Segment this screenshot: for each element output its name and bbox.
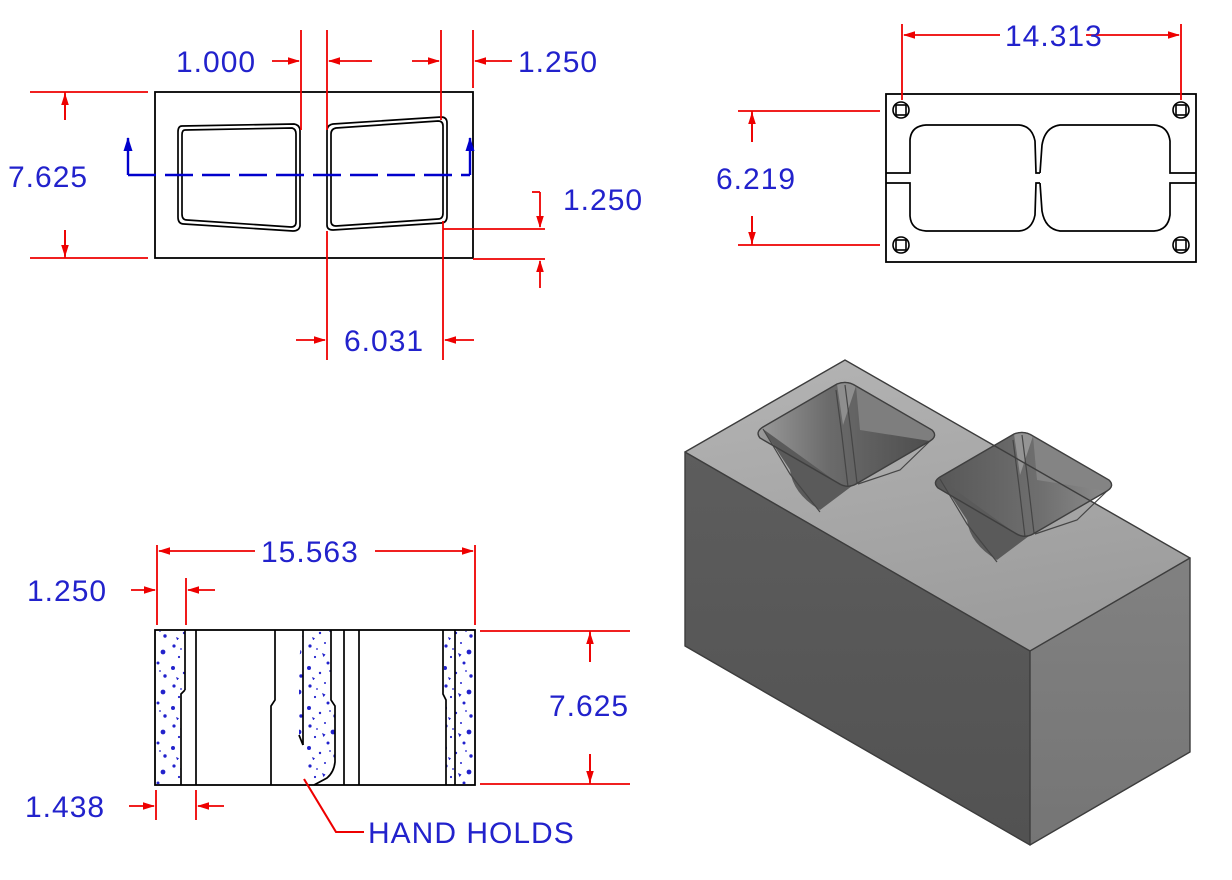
dim-front-1250-right (443, 191, 545, 288)
top-outer-outline (885, 93, 1197, 263)
dim-top-6219 (738, 110, 880, 246)
view-front-section: 1.000 1.250 7.625 (8, 30, 643, 360)
iso-outline-edges (684, 359, 1191, 846)
side-hatched-regions (156, 631, 474, 784)
dim-value-core-spacing: 6.031 (344, 325, 424, 358)
dim-value-face-shell-end: 1.438 (25, 791, 105, 824)
hatch-left-wall (156, 631, 185, 784)
dim-value-overall-height-side: 7.625 (549, 690, 629, 723)
hatch-right-wall (444, 631, 474, 784)
iso-cavity-right (934, 431, 1113, 563)
top-cavity-lower (886, 182, 1196, 232)
dim-front-6031 (296, 221, 474, 360)
corner-hole-tr (1172, 101, 1190, 119)
dim-top-14313 (901, 24, 1182, 100)
front-core-left (177, 123, 301, 232)
iso-cavity-left (757, 381, 936, 513)
dim-value-overall-length-side: 15.563 (261, 536, 359, 569)
hatch-center-web (299, 631, 335, 784)
hand-holds-label: HAND HOLDS (368, 817, 575, 850)
hand-holds-leader (303, 778, 364, 834)
corner-hole-bl (892, 236, 910, 254)
dim-front-7625 (30, 91, 148, 259)
view-top: 14.313 6.219 (716, 20, 1197, 263)
corner-hole-br (1172, 236, 1190, 254)
dim-front-1000 (272, 30, 372, 130)
top-corner-holes (892, 101, 1190, 254)
dim-value-face-shell-bottom: 1.250 (563, 184, 643, 217)
dim-value-web-thickness: 1.000 (176, 46, 256, 79)
dim-side-7625 (480, 630, 630, 785)
dim-value-face-shell-right: 1.250 (518, 46, 598, 79)
top-cavity-upper (886, 124, 1196, 174)
dim-side-1438 (129, 790, 224, 820)
view-side-elevation: 15.563 1.250 1.438 (25, 536, 630, 850)
front-core-right (326, 116, 448, 231)
corner-hole-tl (892, 101, 910, 119)
view-isometric (683, 359, 1191, 846)
dim-value-overall-height-front: 7.625 (8, 161, 88, 194)
dim-value-overall-length-top: 14.313 (1005, 20, 1103, 53)
side-internal-lines (180, 630, 456, 786)
dim-side-15563 (156, 545, 476, 625)
dim-side-1250 (131, 578, 215, 625)
dim-value-overall-width-top: 6.219 (716, 163, 796, 196)
dim-value-end-web-offset: 1.250 (27, 575, 107, 608)
dim-front-1250-top (412, 30, 512, 120)
